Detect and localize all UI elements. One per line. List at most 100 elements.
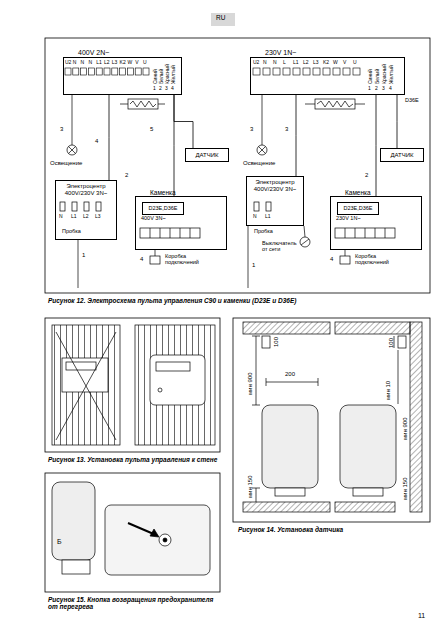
sensor-placement-figure bbox=[243, 502, 330, 512]
node-text: Электроцентр 400V/230V 3N~ bbox=[58, 183, 114, 197]
callout-label: 1 bbox=[252, 262, 255, 268]
callout-label: N bbox=[59, 214, 63, 219]
wall-mount-figure bbox=[156, 362, 190, 371]
terminal bbox=[283, 68, 290, 75]
schematic-symbols bbox=[257, 145, 267, 155]
callout-label: Пробка bbox=[254, 229, 273, 235]
schematic-symbols bbox=[315, 99, 355, 109]
schematic-symbols bbox=[301, 239, 309, 245]
sensor-placement-figure bbox=[398, 350, 399, 404]
callout-label: U bbox=[353, 60, 357, 65]
sensor-placement-figure bbox=[410, 322, 422, 512]
terminal bbox=[120, 68, 126, 75]
dimension-label: Желтый bbox=[171, 65, 176, 84]
callout-label: Освещение bbox=[50, 160, 82, 166]
terminal bbox=[263, 68, 270, 75]
dimension-label: 100 bbox=[273, 337, 279, 347]
wire-connector bbox=[109, 95, 110, 180]
terminal bbox=[253, 68, 260, 75]
schematic-symbols bbox=[355, 228, 356, 238]
model-box: D23E,D36E bbox=[142, 202, 184, 215]
node-text: D23E,D36E bbox=[148, 205, 177, 211]
wall-mount-figure bbox=[66, 362, 96, 370]
reset-button-figure bbox=[159, 534, 171, 546]
callout-label: L2 bbox=[303, 60, 309, 65]
callout-label: N bbox=[81, 60, 85, 65]
callout-label: Б bbox=[57, 538, 62, 545]
sensor-placement-figure bbox=[252, 405, 260, 406]
callout-label: L3 bbox=[112, 60, 118, 65]
sensor-placement-figure bbox=[262, 405, 318, 488]
schematic-symbols bbox=[254, 202, 259, 211]
callout-label: N bbox=[263, 60, 267, 65]
schematic-symbols bbox=[190, 228, 191, 238]
heater-box: КаменкаD23E,D36E bbox=[135, 196, 227, 250]
schematic-symbols bbox=[158, 104, 165, 105]
wall-mount-figure bbox=[135, 325, 215, 445]
callout-label: 4 bbox=[95, 138, 98, 144]
callout-label: W bbox=[127, 60, 132, 65]
callout-label: 230V 1N~ bbox=[336, 216, 361, 222]
dimension-label: Желтый bbox=[389, 65, 394, 84]
callout-label: 3 bbox=[382, 86, 385, 91]
reset-button-figure bbox=[52, 482, 95, 560]
terminal bbox=[73, 68, 79, 75]
callout-label: 1 bbox=[368, 86, 371, 91]
callout-label: 4 bbox=[389, 86, 392, 91]
figure-caption: Рисунок 12. Электросхема пульта управлен… bbox=[48, 297, 430, 304]
wire-connector bbox=[296, 95, 297, 176]
sensor-placement-figure bbox=[256, 336, 257, 405]
figure-caption: Рисунок 14. Установка датчика bbox=[238, 526, 428, 533]
figure-frame bbox=[45, 318, 220, 452]
callout-label: 1 bbox=[153, 86, 156, 91]
schematic-symbols bbox=[340, 256, 350, 264]
callout-label: Пробка bbox=[62, 229, 81, 235]
callout-label: L1 bbox=[96, 60, 102, 65]
terminal bbox=[81, 68, 87, 75]
schematic-symbols bbox=[300, 237, 310, 247]
callout-label: U2 bbox=[253, 60, 259, 65]
wall-mount-figure bbox=[52, 325, 215, 445]
schematic-symbols bbox=[345, 228, 346, 238]
sensor-placement-figure bbox=[256, 488, 257, 502]
wire-connector bbox=[174, 95, 193, 148]
reset-button-figure bbox=[150, 529, 159, 537]
callout-label: Коробка подключений bbox=[355, 253, 407, 266]
callout-label: L3 bbox=[313, 60, 319, 65]
schematic-symbols bbox=[150, 228, 151, 238]
schematic-symbols bbox=[120, 104, 128, 105]
sensor-placement-figure bbox=[252, 488, 260, 489]
schematic-symbols bbox=[67, 145, 77, 155]
header-tab bbox=[211, 13, 235, 26]
dimension-label: мин 10 bbox=[385, 381, 391, 400]
schematic-symbols bbox=[262, 95, 263, 145]
reset-button-figure bbox=[62, 560, 90, 574]
node-heading: Каменка bbox=[345, 189, 371, 196]
dimension-label: Красный bbox=[382, 64, 387, 84]
sensor-placement-figure bbox=[398, 336, 406, 348]
terminal bbox=[323, 68, 330, 75]
callout-label: 4 bbox=[140, 256, 143, 262]
callout-label: Выключатель от сети bbox=[262, 240, 300, 253]
terminal bbox=[273, 68, 280, 75]
callout-label: D36E bbox=[405, 98, 419, 104]
dimension-label: Белый bbox=[375, 69, 380, 84]
schematic-symbols bbox=[160, 228, 161, 238]
sensor-placement-figure bbox=[266, 378, 267, 386]
node-text: D23E,D36E bbox=[343, 205, 372, 211]
callout-label: W bbox=[333, 60, 338, 65]
dimension-label: мин 150 bbox=[247, 476, 253, 498]
schematic-symbols bbox=[140, 228, 200, 238]
callout-label: 5 bbox=[150, 126, 153, 132]
schematic-symbols bbox=[128, 99, 158, 109]
sensor-placement-figure bbox=[262, 336, 270, 348]
dimension-label: Белый bbox=[159, 69, 164, 84]
sensor-box: ДАТЧИК bbox=[185, 148, 229, 162]
callout-label: 200 bbox=[285, 371, 295, 377]
callout-label: L1 bbox=[71, 214, 77, 219]
sensor-placement-figure bbox=[243, 322, 422, 512]
schematic-symbols bbox=[78, 240, 79, 288]
callout-label: 3 bbox=[60, 126, 63, 132]
schematic-symbols bbox=[365, 228, 366, 238]
